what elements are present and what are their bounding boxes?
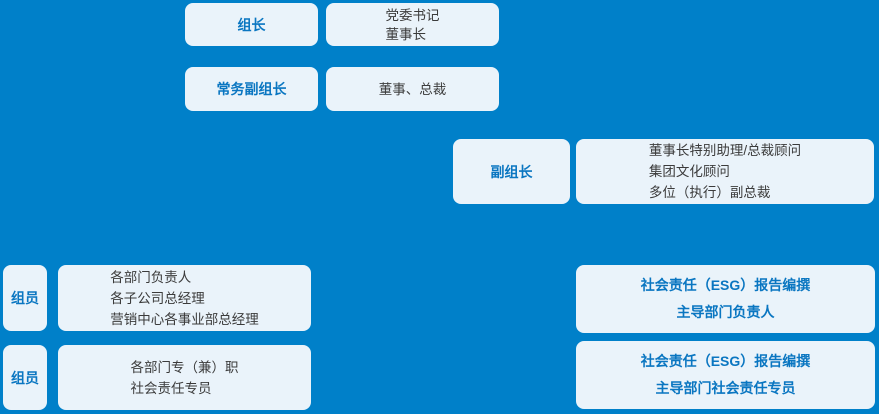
member2-esg-line: 主导部门社会责任专员 [655,380,796,396]
member2-esg-box: 社会责任（ESG）报告编撰 主导部门社会责任专员 [576,341,875,409]
exec-deputy-desc-box: 董事、总裁 [326,67,499,111]
deputy-desc-lines: 董事长特别助理/总裁顾问 集团文化顾问 多位（执行）副总裁 [649,140,801,203]
leader-role-box: 组长 [185,3,318,46]
member1-desc-line: 各子公司总经理 [110,290,205,306]
leader-desc-lines: 党委书记 董事长 [386,6,440,44]
deputy-desc-line: 集团文化顾问 [648,164,730,179]
member1-desc-box: 各部门负责人 各子公司总经理 营销中心各事业部总经理 [58,265,311,331]
member2-desc-line: 各部门专（兼）职 [130,359,239,375]
deputy-role-box: 副组长 [453,139,570,204]
deputy-desc-line: 多位（执行）副总裁 [648,185,771,200]
member1-role-box: 组员 [3,265,47,331]
member1-esg-lines: 社会责任（ESG）报告编撰 主导部门负责人 [641,272,811,326]
leader-desc-box: 党委书记 董事长 [326,3,499,46]
member1-desc-line: 营销中心各事业部总经理 [110,311,259,327]
deputy-role-label: 副组长 [490,163,533,180]
leader-desc-line: 董事长 [385,26,427,42]
leader-role-label: 组长 [237,16,266,33]
member1-desc-line: 各部门负责人 [110,269,192,285]
member2-desc-box: 各部门专（兼）职 社会责任专员 [58,345,311,410]
member2-role-box: 组员 [3,345,47,410]
exec-deputy-desc-line: 董事、总裁 [378,81,447,97]
member2-role-label: 组员 [11,369,39,386]
exec-deputy-desc-lines: 董事、总裁 [379,79,447,100]
member2-desc-lines: 各部门专（兼）职 社会责任专员 [131,357,239,399]
member1-esg-line: 主导部门负责人 [676,304,775,320]
member1-role-label: 组员 [11,290,39,306]
leader-desc-line: 党委书记 [385,7,440,23]
member1-desc-lines: 各部门负责人 各子公司总经理 营销中心各事业部总经理 [110,267,259,330]
member2-esg-lines: 社会责任（ESG）报告编撰 主导部门社会责任专员 [641,348,811,402]
member1-esg-box: 社会责任（ESG）报告编撰 主导部门负责人 [576,265,875,333]
deputy-desc-line: 董事长特别助理/总裁顾问 [648,143,802,158]
member2-esg-line: 社会责任（ESG）报告编撰 [640,353,811,369]
member2-desc-line: 社会责任专员 [130,380,212,396]
member1-esg-line: 社会责任（ESG）报告编撰 [640,277,811,293]
exec-deputy-role-label: 常务副组长 [216,81,287,97]
deputy-desc-box: 董事长特别助理/总裁顾问 集团文化顾问 多位（执行）副总裁 [576,139,874,204]
exec-deputy-role-box: 常务副组长 [185,67,318,111]
